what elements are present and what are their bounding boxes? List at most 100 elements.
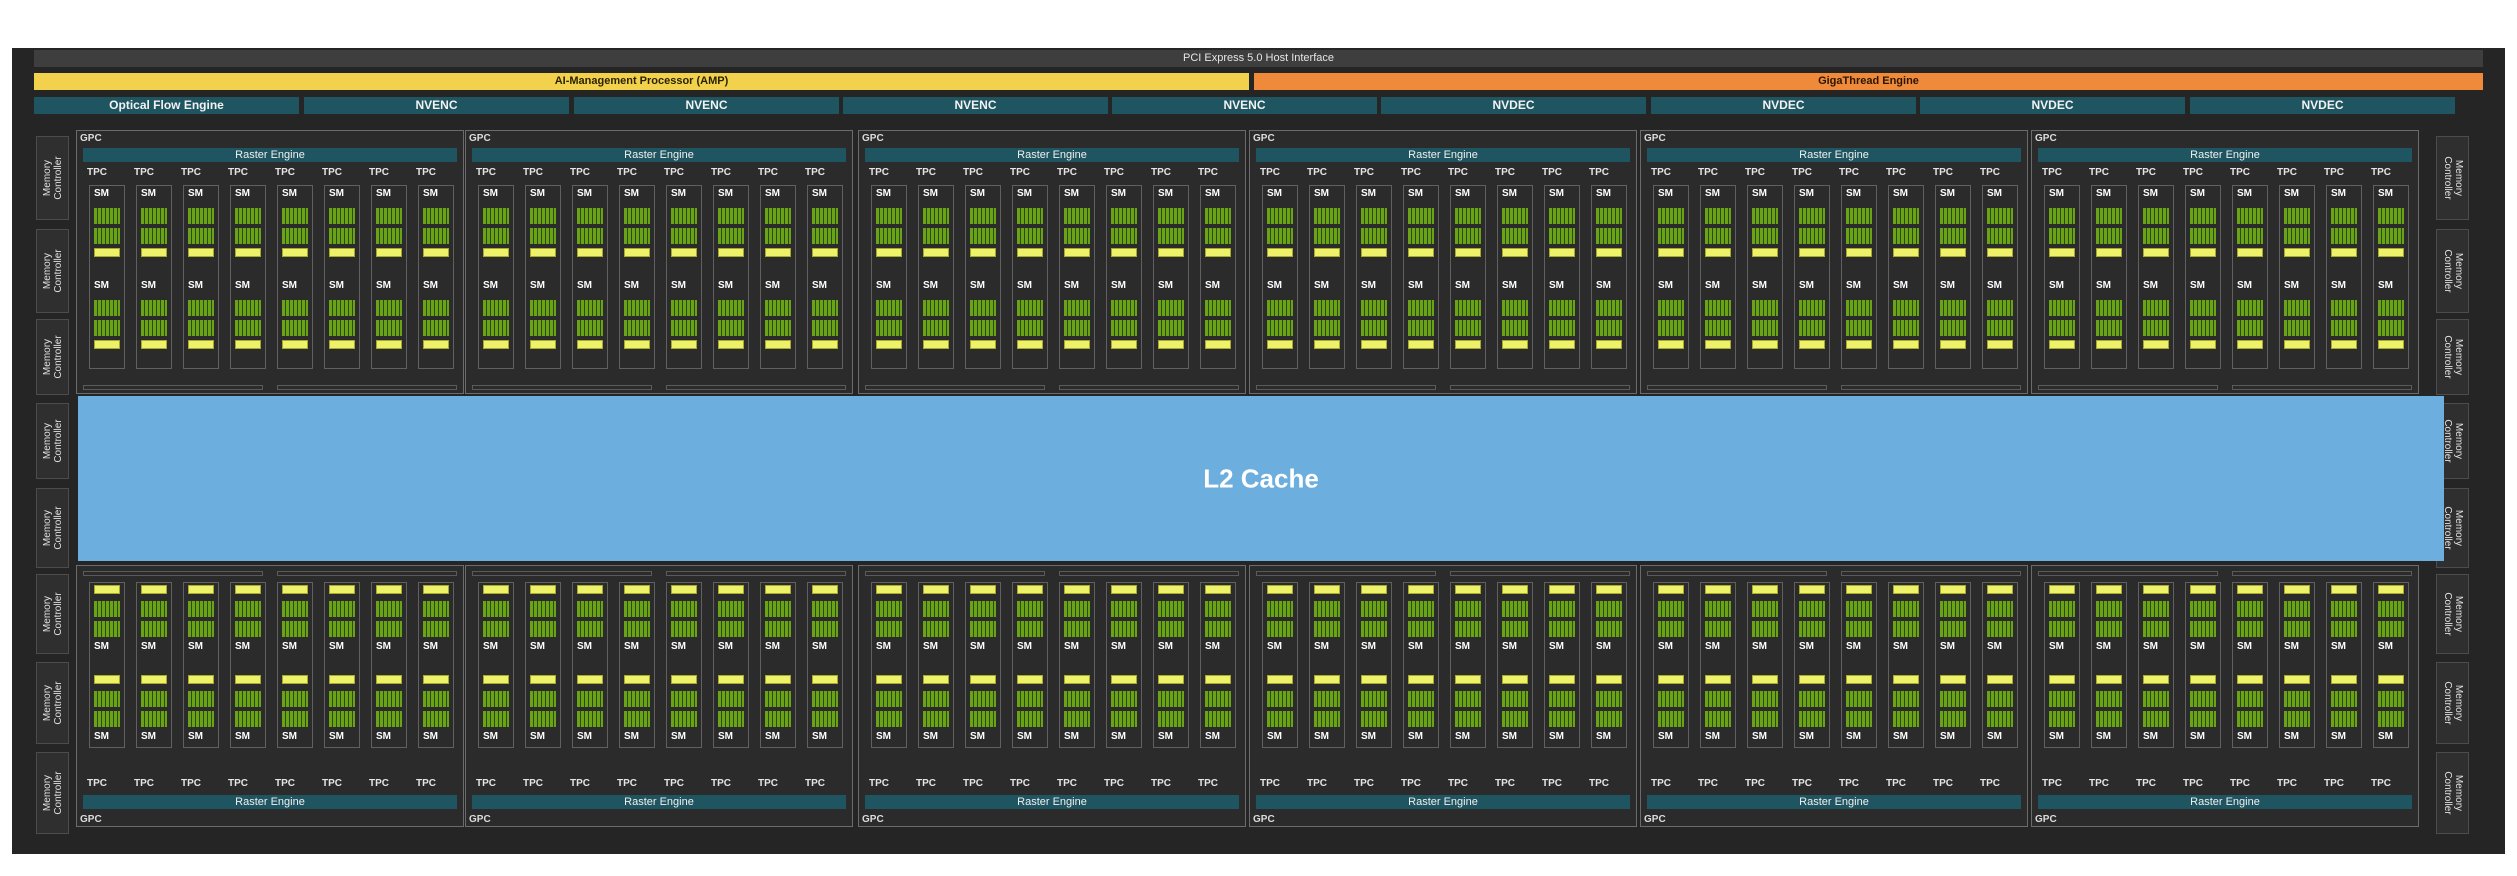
sm-label: SM	[530, 731, 545, 742]
sm-2: SM	[1656, 675, 1686, 743]
cuda-cores	[2284, 320, 2310, 336]
tpc-label: TPC	[1980, 778, 2000, 789]
cuda-cores	[1314, 691, 1340, 707]
sm-label: SM	[188, 280, 203, 291]
sm-2: SM	[874, 280, 904, 349]
sm-label: SM	[1314, 188, 1329, 199]
cuda-cores	[1314, 300, 1340, 316]
rt-core	[1064, 248, 1090, 257]
sm-label: SM	[1549, 731, 1564, 742]
sm-label: SM	[1893, 731, 1908, 742]
sm-label: SM	[1705, 280, 1720, 291]
sm-1: SM	[1109, 188, 1139, 257]
polymorph-row	[1059, 571, 1239, 576]
sm-label: SM	[2331, 641, 2346, 652]
sm-2: SM	[2235, 280, 2265, 349]
tpc-label: TPC	[1104, 167, 1124, 178]
sm-2: SM	[2188, 280, 2218, 349]
sm-label: SM	[235, 731, 250, 742]
rt-core	[282, 585, 308, 594]
memory-controller-label: Memory Controller	[41, 335, 64, 379]
cuda-cores	[141, 621, 167, 637]
engine-1: Optical Flow Engine	[34, 97, 299, 114]
sm-2: SM	[1453, 675, 1483, 743]
tpc-label: TPC	[1886, 167, 1906, 178]
sm-label: SM	[970, 280, 985, 291]
sm-label: SM	[1205, 188, 1220, 199]
memory-controller-left-2: Memory Controller	[36, 229, 69, 313]
memory-controller-label: Memory Controller	[2441, 156, 2464, 200]
cuda-cores	[1361, 711, 1387, 727]
rt-core	[1549, 675, 1575, 684]
sm-2: SM	[810, 280, 840, 349]
sm-1: SM	[1500, 188, 1530, 257]
sm-label: SM	[1205, 731, 1220, 742]
rt-core	[1846, 248, 1872, 257]
sm-label: SM	[1502, 280, 1517, 291]
sm-label: SM	[1752, 641, 1767, 652]
rt-core	[876, 675, 902, 684]
cuda-cores	[282, 320, 308, 336]
rt-core	[1752, 675, 1778, 684]
sm-2: SM	[1312, 280, 1342, 349]
rt-core	[2096, 585, 2122, 594]
cuda-cores	[530, 320, 556, 336]
sm-label: SM	[376, 641, 391, 652]
cuda-cores	[1017, 691, 1043, 707]
cuda-cores	[1455, 300, 1481, 316]
cuda-cores	[1846, 228, 1872, 244]
cuda-cores	[1158, 621, 1184, 637]
sm-2: SM	[2141, 280, 2171, 349]
raster-engine: Raster Engine	[1647, 795, 2021, 809]
cuda-cores	[94, 691, 120, 707]
gpc-label: GPC	[862, 814, 884, 825]
rt-core	[812, 248, 838, 257]
memory-controller-right-8: Memory Controller	[2436, 752, 2469, 834]
rt-core	[1893, 585, 1919, 594]
tpc-label: TPC	[2277, 167, 2297, 178]
sm-label: SM	[1893, 641, 1908, 652]
raster-engine: Raster Engine	[1647, 148, 2021, 162]
sm-1: SM	[233, 585, 263, 653]
cuda-cores	[329, 711, 355, 727]
cuda-cores	[188, 228, 214, 244]
sm-2: SM	[2094, 280, 2124, 349]
cuda-cores	[1205, 691, 1231, 707]
sm-label: SM	[1111, 731, 1126, 742]
cuda-cores	[812, 208, 838, 224]
cuda-cores	[530, 621, 556, 637]
cuda-cores	[1158, 691, 1184, 707]
cuda-cores	[624, 300, 650, 316]
sm-2: SM	[1703, 675, 1733, 743]
cuda-cores	[235, 320, 261, 336]
cuda-cores	[530, 208, 556, 224]
memory-controller-label: Memory Controller	[41, 592, 64, 636]
rt-core	[1705, 675, 1731, 684]
cuda-cores	[1314, 621, 1340, 637]
cuda-cores	[1846, 691, 1872, 707]
cuda-cores	[94, 711, 120, 727]
tpc-label: TPC	[1495, 778, 1515, 789]
sm-2: SM	[374, 280, 404, 349]
cuda-cores	[970, 320, 996, 336]
cuda-cores	[1705, 208, 1731, 224]
sm-label: SM	[1017, 641, 1032, 652]
cuda-cores	[671, 320, 697, 336]
tpc-label: TPC	[2136, 167, 2156, 178]
sm-2: SM	[575, 280, 605, 349]
sm-1: SM	[763, 585, 793, 653]
rt-core	[1408, 675, 1434, 684]
cuda-cores	[671, 691, 697, 707]
cuda-cores	[923, 621, 949, 637]
sm-label: SM	[483, 280, 498, 291]
cuda-cores	[577, 300, 603, 316]
cuda-cores	[1017, 601, 1043, 617]
cuda-cores	[1205, 208, 1231, 224]
cuda-cores	[923, 228, 949, 244]
sm-label: SM	[923, 188, 938, 199]
rt-core	[1158, 675, 1184, 684]
